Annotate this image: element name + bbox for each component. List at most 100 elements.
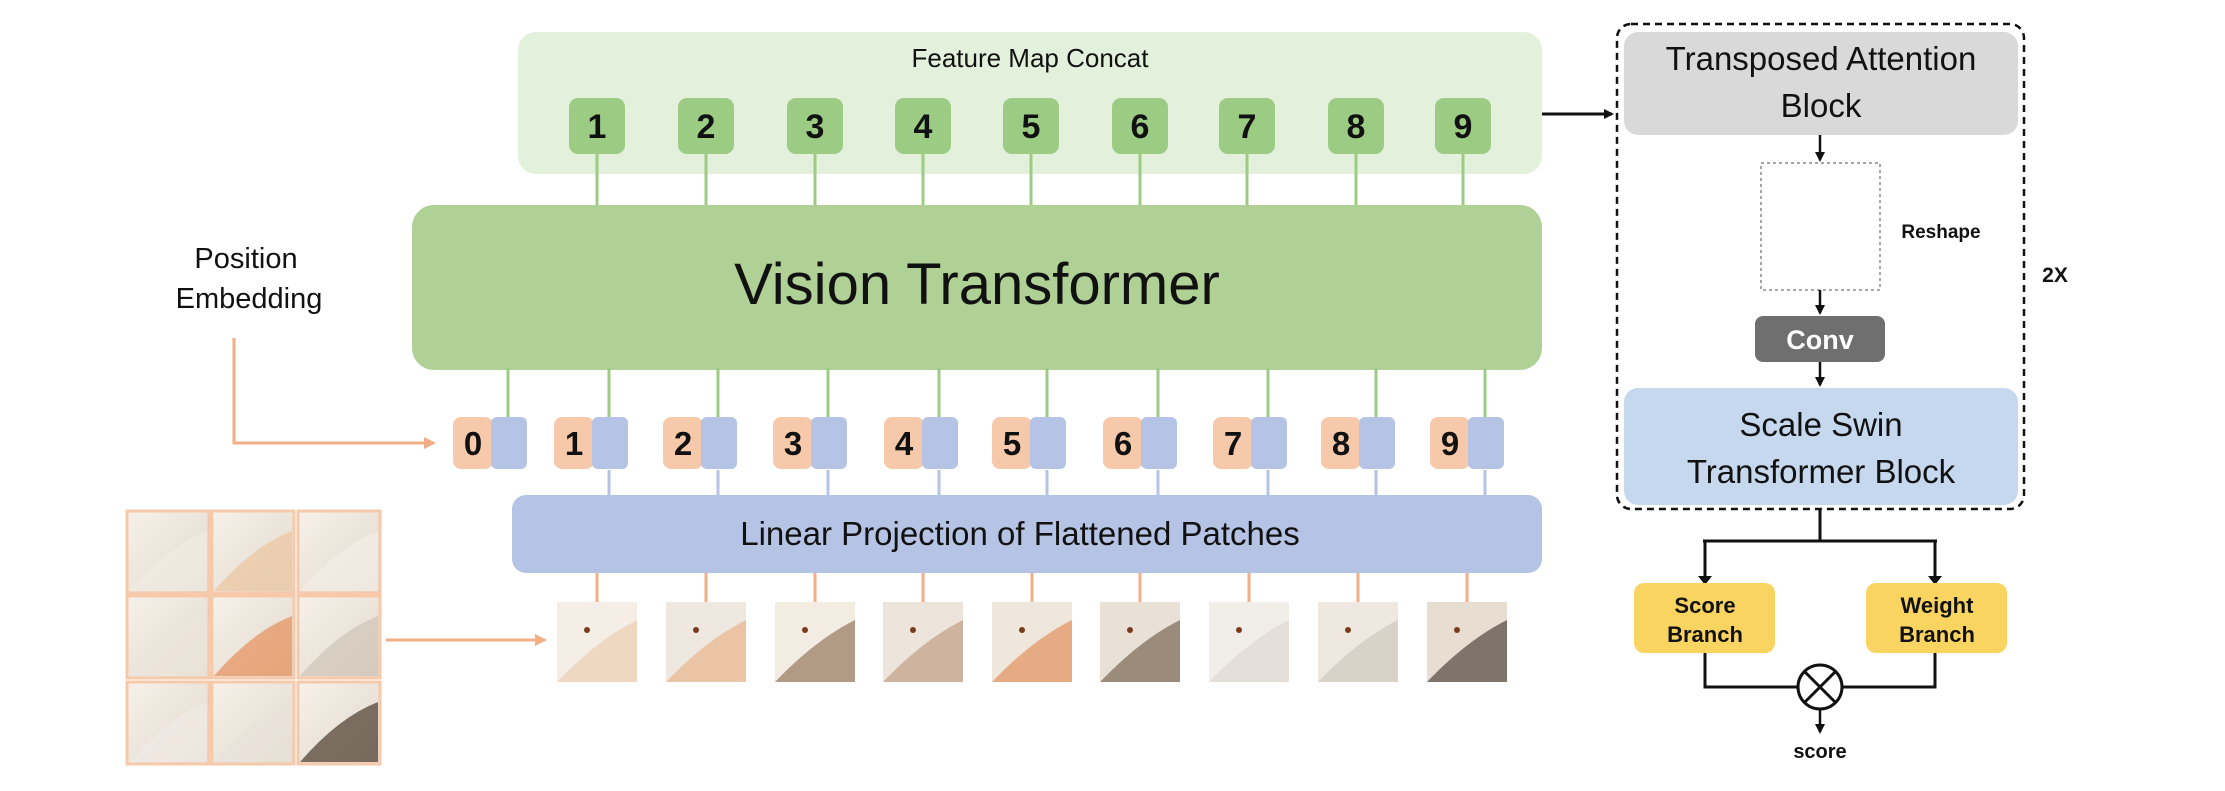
- patch-embedding-token: [491, 417, 527, 469]
- scale-swin-transformer-block: [1624, 388, 2018, 505]
- source-image-tile: [125, 509, 211, 595]
- feature-token-label: 7: [1238, 108, 1257, 146]
- position-token: [884, 417, 924, 469]
- feature-map-title: Feature Map Concat: [911, 43, 1149, 73]
- feature-token-label: 2: [697, 108, 716, 146]
- reshape-grid-frame: [1760, 162, 1881, 291]
- patch-embedding-token: [1030, 417, 1066, 469]
- transposed-attention-block: [1624, 32, 2018, 135]
- patch-embedding-token: [1141, 417, 1177, 469]
- feature-token: [1003, 98, 1059, 154]
- patch-embedding-token: [701, 417, 737, 469]
- patch-embedding-token: [1359, 417, 1395, 469]
- image-patch: [1427, 602, 1507, 682]
- patch-embedding-token: [922, 417, 958, 469]
- linear-projection-label: Linear Projection of Flattened Patches: [740, 515, 1300, 552]
- image-patch: [992, 602, 1072, 682]
- position-token-label: 8: [1332, 425, 1350, 462]
- scale-swin-label-line2: Transformer Block: [1687, 453, 1956, 490]
- feature-token: [678, 98, 734, 154]
- position-token-label: 9: [1441, 425, 1459, 462]
- position-token-label: 7: [1224, 425, 1242, 462]
- weight-branch-block: [1866, 583, 2007, 653]
- position-token: [773, 417, 813, 469]
- source-image-tile: [210, 594, 296, 680]
- position-token-label: 3: [784, 425, 802, 462]
- patch-embedding-token: [811, 417, 847, 469]
- feature-token: [895, 98, 951, 154]
- feature-token: [787, 98, 843, 154]
- position-token-label: 0: [464, 425, 482, 462]
- source-image-tile: [296, 509, 382, 595]
- position-token: [453, 417, 493, 469]
- score-branch-block: [1634, 583, 1775, 653]
- position-token-label: 2: [674, 425, 692, 462]
- feature-token: [569, 98, 625, 154]
- vit-input-connectors: [506, 368, 1487, 417]
- transposed-attention-label-line1: Transposed Attention: [1666, 40, 1977, 77]
- position-token-label: 4: [895, 425, 914, 462]
- feature-token-label: 4: [914, 108, 933, 146]
- branch-split-connector: [1703, 509, 1937, 578]
- feature-token-label: 6: [1131, 108, 1150, 146]
- feature-token-label: 9: [1454, 108, 1473, 146]
- conv-block: [1755, 316, 1885, 362]
- feature-token-label: 3: [806, 108, 825, 146]
- position-token-label: 5: [1003, 425, 1021, 462]
- image-patch: [1318, 602, 1398, 682]
- flattened-patches: [557, 602, 1507, 682]
- image-patch: [1100, 602, 1180, 682]
- image-patch: [1209, 602, 1289, 682]
- source-image-tile: [296, 594, 382, 680]
- projection-output-connectors: [607, 470, 1487, 497]
- feature-token: [1112, 98, 1168, 154]
- linear-projection-block: [512, 495, 1542, 573]
- image-patch: [775, 602, 855, 682]
- position-token: [663, 417, 703, 469]
- image-patch: [557, 602, 637, 682]
- weight-branch-arrowhead: [1928, 576, 1942, 585]
- position-token: [1213, 417, 1253, 469]
- patch-embedding-token: [1251, 417, 1287, 469]
- reshape-label: Reshape: [1901, 222, 1980, 243]
- score-branch-arrowhead: [1698, 576, 1712, 585]
- input-image-grid: [125, 509, 382, 766]
- source-image-tile: [296, 680, 382, 766]
- position-token: [554, 417, 594, 469]
- image-patch: [666, 602, 746, 682]
- position-token: [992, 417, 1032, 469]
- position-token-label: 6: [1114, 425, 1132, 462]
- weight-branch-label-line1: Weight: [1901, 593, 1975, 618]
- position-token: [1103, 417, 1143, 469]
- image-patch: [883, 602, 963, 682]
- source-image-tile: [125, 680, 211, 766]
- position-token-label: 1: [565, 425, 583, 462]
- feature-token-label: 8: [1347, 108, 1366, 146]
- position-token: [1430, 417, 1470, 469]
- source-image-tile: [210, 680, 296, 766]
- output-score-label: score: [1793, 741, 1846, 763]
- source-image-tile: [210, 509, 296, 595]
- branch-merge-connector: [1703, 653, 1937, 689]
- transposed-attention-label-line2: Block: [1781, 87, 1862, 124]
- position-token: [1321, 417, 1361, 469]
- patch-embedding-token: [592, 417, 628, 469]
- source-image-tile: [125, 594, 211, 680]
- position-embedding-label-line2: Embedding: [176, 283, 323, 315]
- projection-input-connectors: [595, 573, 1469, 602]
- conv-label: Conv: [1786, 325, 1854, 355]
- feature-token: [1435, 98, 1491, 154]
- feature-token-label: 5: [1022, 108, 1041, 146]
- repeat-count-label: 2X: [2042, 264, 2068, 287]
- position-embedding-arrow: [232, 338, 436, 449]
- scale-swin-label-line1: Scale Swin: [1739, 406, 1902, 443]
- score-branch-label-line2: Branch: [1667, 622, 1743, 647]
- vision-transformer-block: [412, 205, 1542, 370]
- feature-token: [1328, 98, 1384, 154]
- position-embedding-label-line1: Position: [194, 243, 297, 275]
- score-branch-label-line1: Score: [1674, 593, 1735, 618]
- embedding-tokens: 0 1 2 3 4 5 6 7 8 9: [453, 417, 1504, 469]
- multiply-icon: [1796, 663, 1844, 711]
